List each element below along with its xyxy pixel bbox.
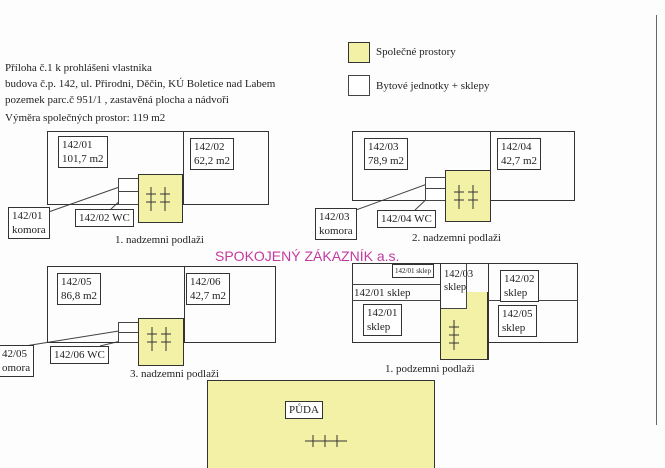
floor-caption: 2. nadzemni podlaži: [412, 232, 501, 244]
stairs-icon: [305, 435, 347, 447]
header-line-1: Příloha č.1 k prohlášeni vlastnika: [5, 62, 152, 74]
watermark: SPOKOJENÝ ZÁKAZNÍK a.s.: [215, 248, 400, 264]
stairs-icon: [449, 320, 459, 350]
floor-caption: 3. nadzemni podlaži: [130, 368, 219, 380]
legend-swatch-units: [348, 75, 370, 96]
storage-142-01-small: 142/01 sklep: [392, 264, 434, 278]
legend-label-common: Společné prostory: [376, 46, 456, 58]
wc-142-04: 142/04 WC: [377, 210, 436, 228]
legend-swatch-common: [348, 42, 370, 63]
stairwell-common: [445, 170, 491, 222]
stairs-icon: [147, 327, 171, 351]
floor-caption: 1. podzemni podlaži: [385, 363, 475, 375]
legend-label-units: Bytové jednotky + sklepy: [376, 80, 490, 92]
stairs-icon: [454, 185, 478, 209]
attic-label: PŮDA: [285, 401, 323, 419]
stairs-icon: [146, 187, 170, 211]
floor-caption: 1. nadzemni podlaži: [115, 234, 204, 246]
stairwell-common: [138, 174, 183, 223]
page-edge: [656, 15, 657, 425]
common-area-total: Výměra společných prostor: 119 m2: [5, 112, 166, 124]
wc-142-02: 142/02 WC: [75, 209, 134, 227]
attic-common: PŮDA: [207, 380, 435, 468]
wc-142-06: 142/06 WC: [50, 346, 109, 364]
storage-142-01-label: 142/01 sklep: [354, 287, 411, 299]
stairwell-common: [138, 318, 184, 366]
header-line-3: pozemek parc.č 951/1 , zastavěná plocha …: [5, 94, 229, 106]
header-line-2: budova č.p. 142, ul. Přirodni, Děčin, KÚ…: [5, 78, 276, 90]
